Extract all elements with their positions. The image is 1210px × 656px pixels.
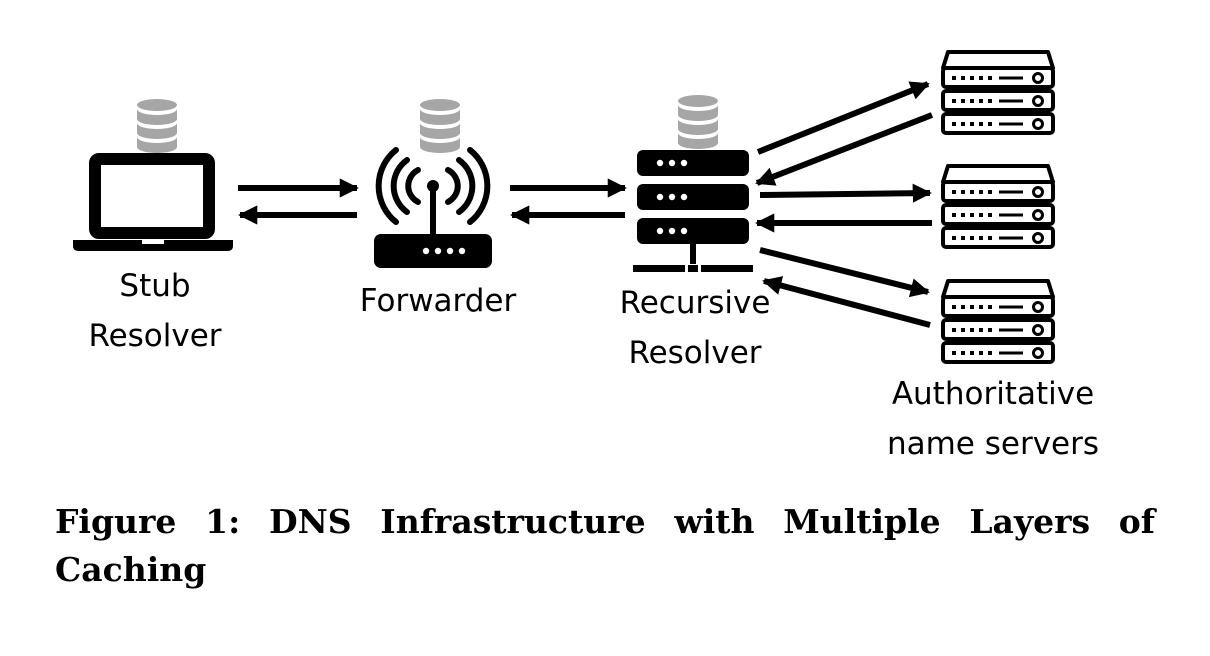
figure-number: Figure 1: — [55, 502, 241, 541]
laptop-icon — [73, 99, 233, 251]
cache-database-icon — [420, 99, 460, 153]
dns-infrastructure-diagram — [73, 0, 1210, 480]
authoritative-server-icon-1 — [943, 52, 1053, 133]
authoritative-server-icon-2 — [943, 166, 1053, 247]
recursive-server-icon — [633, 95, 753, 272]
query-arrow-recursive-to-auth-2 — [759, 183, 932, 203]
query-arrow-recursive-to-auth-3 — [759, 247, 930, 298]
router-icon — [374, 99, 492, 268]
cache-database-icon — [137, 99, 177, 153]
recursive-resolver-label: Recursive Resolver — [619, 285, 771, 371]
authoritative-name-servers-label: Authoritative name servers — [886, 376, 1100, 462]
figure-caption-text: DNS Infrastructure with Multiple Layers … — [55, 502, 1155, 589]
figure-caption: Figure 1: DNS Infrastructure with Multip… — [55, 498, 1155, 594]
stub-resolver-label: Stub Resolver — [88, 268, 222, 354]
response-arrow-auth-3-to-recursive — [762, 276, 931, 328]
cache-database-icon — [678, 95, 718, 149]
query-arrow-recursive-to-auth-1 — [756, 81, 930, 155]
response-arrow-auth-1-to-recursive — [755, 112, 934, 186]
authoritative-server-icon-3 — [943, 281, 1053, 362]
forwarder-label: Forwarder — [359, 283, 517, 319]
